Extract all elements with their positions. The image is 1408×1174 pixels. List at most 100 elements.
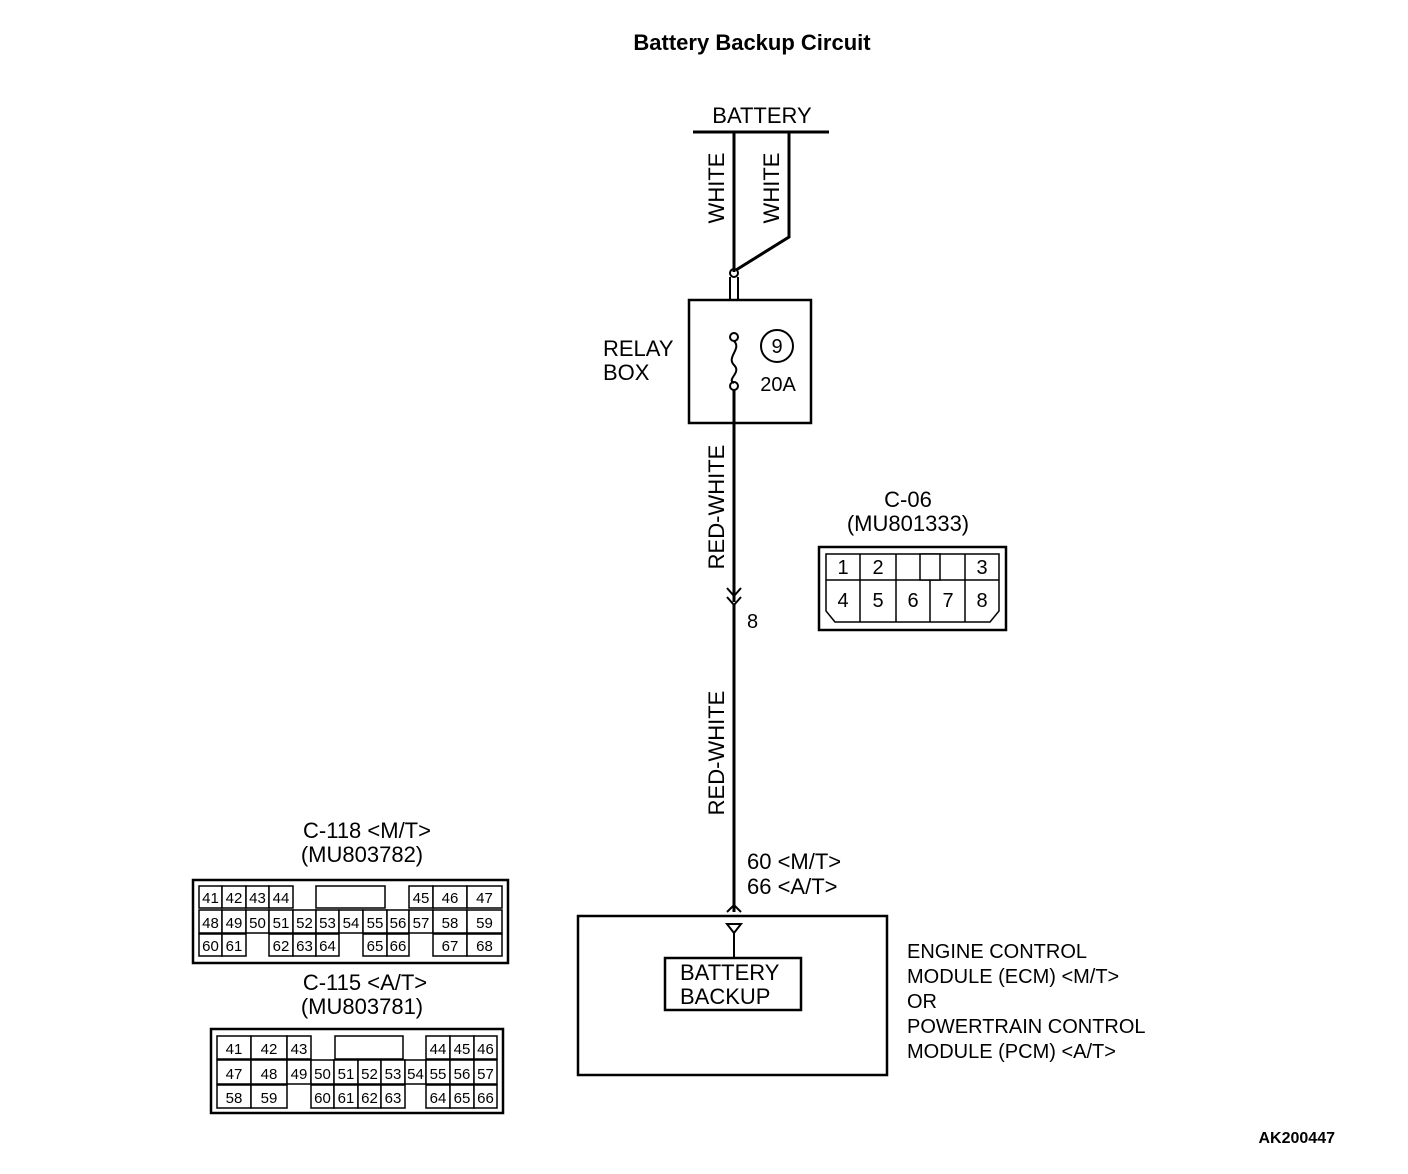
c118-pin-cell	[466, 885, 503, 909]
c06-pin: 3	[976, 557, 987, 579]
c118-pin-number: 53	[319, 915, 336, 932]
c115-pin-number: 51	[338, 1066, 355, 1083]
c115-pin-number: 57	[477, 1066, 494, 1083]
c115-pin-number: 61	[338, 1090, 355, 1107]
connector-c06: C-06 (MU801333) 1 2 3 4 5 6 7 8	[817, 487, 1008, 632]
figure-id: AK200447	[1259, 1130, 1336, 1147]
c06-pin: 8	[976, 590, 987, 612]
junction-arrow-1	[726, 587, 742, 598]
c118-pin-number: 46	[442, 890, 459, 907]
c06-pin: 2	[872, 557, 883, 579]
c115-pin-number: 43	[291, 1041, 308, 1058]
c118-pin-number: 57	[413, 915, 430, 932]
battery-backup-label-1: BATTERY	[680, 960, 780, 985]
relay-box-label-1: RELAY	[603, 336, 674, 361]
c115-pin-number: 48	[261, 1066, 278, 1083]
white-wire-right-label: WHITE	[759, 153, 784, 224]
ecm-pin-at: 66 <A/T>	[747, 874, 838, 899]
battery-backup-label-2: BACKUP	[680, 984, 770, 1009]
c118-pin-number: 54	[343, 915, 360, 932]
c118-pin-number: 67	[442, 938, 459, 955]
c115-pin-cell	[380, 1084, 406, 1109]
c06-pin: 1	[837, 557, 848, 579]
c115-pin-cell	[250, 1084, 288, 1109]
c115-key	[334, 1035, 404, 1060]
c115-pin-number: 66	[477, 1090, 494, 1107]
c118-name: C-118 <M/T>	[303, 818, 431, 843]
c115-pin-cell	[286, 1059, 312, 1085]
c118-pin-number: 41	[202, 890, 219, 907]
c118-pin-cell	[466, 933, 503, 957]
c115-name: C-115 <A/T>	[303, 970, 427, 995]
c118-pin-number: 42	[226, 890, 243, 907]
c06-gap	[941, 555, 964, 579]
c06-pin: 5	[872, 590, 883, 612]
c06-pin: 7	[942, 590, 953, 612]
c118-pin-number: 56	[390, 915, 407, 932]
c118-pin-number: 63	[296, 938, 313, 955]
c115-pin-number: 46	[477, 1041, 494, 1058]
c115-pin-cell	[286, 1035, 312, 1060]
c118-pin-number: 45	[413, 890, 430, 907]
ecm-pin-mt: 60 <M/T>	[747, 849, 841, 874]
c115-pin-cell	[473, 1084, 498, 1109]
c118-part: (MU803782)	[301, 842, 423, 867]
c118-pin-number: 59	[476, 915, 493, 932]
c115-pin-number: 54	[407, 1066, 424, 1083]
c118-pin-number: 55	[367, 915, 384, 932]
c115-pin-cell	[473, 1035, 498, 1060]
white-wire-left-label: WHITE	[704, 153, 729, 224]
c118-pin-number: 44	[273, 890, 290, 907]
fuse-icon	[730, 340, 738, 384]
c115-pin-number: 49	[291, 1066, 308, 1083]
ecm-desc-line-4: POWERTRAIN CONTROL	[907, 1016, 1146, 1038]
battery-label: BATTERY	[712, 103, 812, 128]
ecm-desc-line-1: ENGINE CONTROL	[907, 941, 1087, 963]
battery-backup-block	[663, 956, 803, 1012]
c118-pin-number: 58	[442, 915, 459, 932]
c118-pin-number: 68	[476, 938, 493, 955]
ecm-pin-chevron	[726, 903, 742, 913]
red-white-upper-label: RED-WHITE	[704, 445, 729, 570]
c118-pin-cell	[386, 933, 410, 957]
c115-pin-number: 64	[430, 1090, 447, 1107]
c118-pin-number: 48	[202, 915, 219, 932]
c115-pin-number: 60	[314, 1090, 331, 1107]
c06-gap	[897, 555, 919, 579]
c118-pin-number: 66	[390, 938, 407, 955]
c118-pin-cell	[315, 933, 340, 957]
c115-pin-number: 59	[261, 1090, 278, 1107]
c118-key	[315, 885, 386, 909]
c118-pin-cell	[466, 909, 503, 934]
ecm-desc-line-5: MODULE (PCM) <A/T>	[907, 1041, 1116, 1063]
c06-key	[919, 553, 941, 581]
red-white-lower-label: RED-WHITE	[704, 691, 729, 816]
c118-pin-number: 65	[367, 938, 384, 955]
c118-pin-number: 62	[273, 938, 290, 955]
c118-pin-number: 47	[476, 890, 493, 907]
c118-pin-cell	[268, 885, 294, 909]
c118-pin-number: 52	[296, 915, 313, 932]
c115-pin-number: 41	[226, 1041, 243, 1058]
c118-pin-number: 60	[202, 938, 219, 955]
c118-pin-cell	[221, 933, 247, 957]
c115-pin-cell	[473, 1059, 498, 1085]
c06-pin: 6	[907, 590, 918, 612]
ecm-description: ENGINE CONTROL MODULE (ECM) <M/T> OR POW…	[907, 941, 1146, 1063]
splice-point	[729, 268, 739, 278]
c118-pin-number: 49	[226, 915, 243, 932]
c115-pin-number: 44	[430, 1041, 447, 1058]
fuse-number-circle	[760, 329, 794, 363]
c115-pin-number: 45	[454, 1041, 471, 1058]
c118-pin-number: 50	[249, 915, 266, 932]
c118-pin-number: 51	[273, 915, 290, 932]
c115-pin-number: 58	[226, 1090, 243, 1107]
c115-pin-number: 62	[361, 1090, 378, 1107]
c115-pin-number: 50	[314, 1066, 331, 1083]
relay-box-label-2: BOX	[603, 360, 650, 385]
